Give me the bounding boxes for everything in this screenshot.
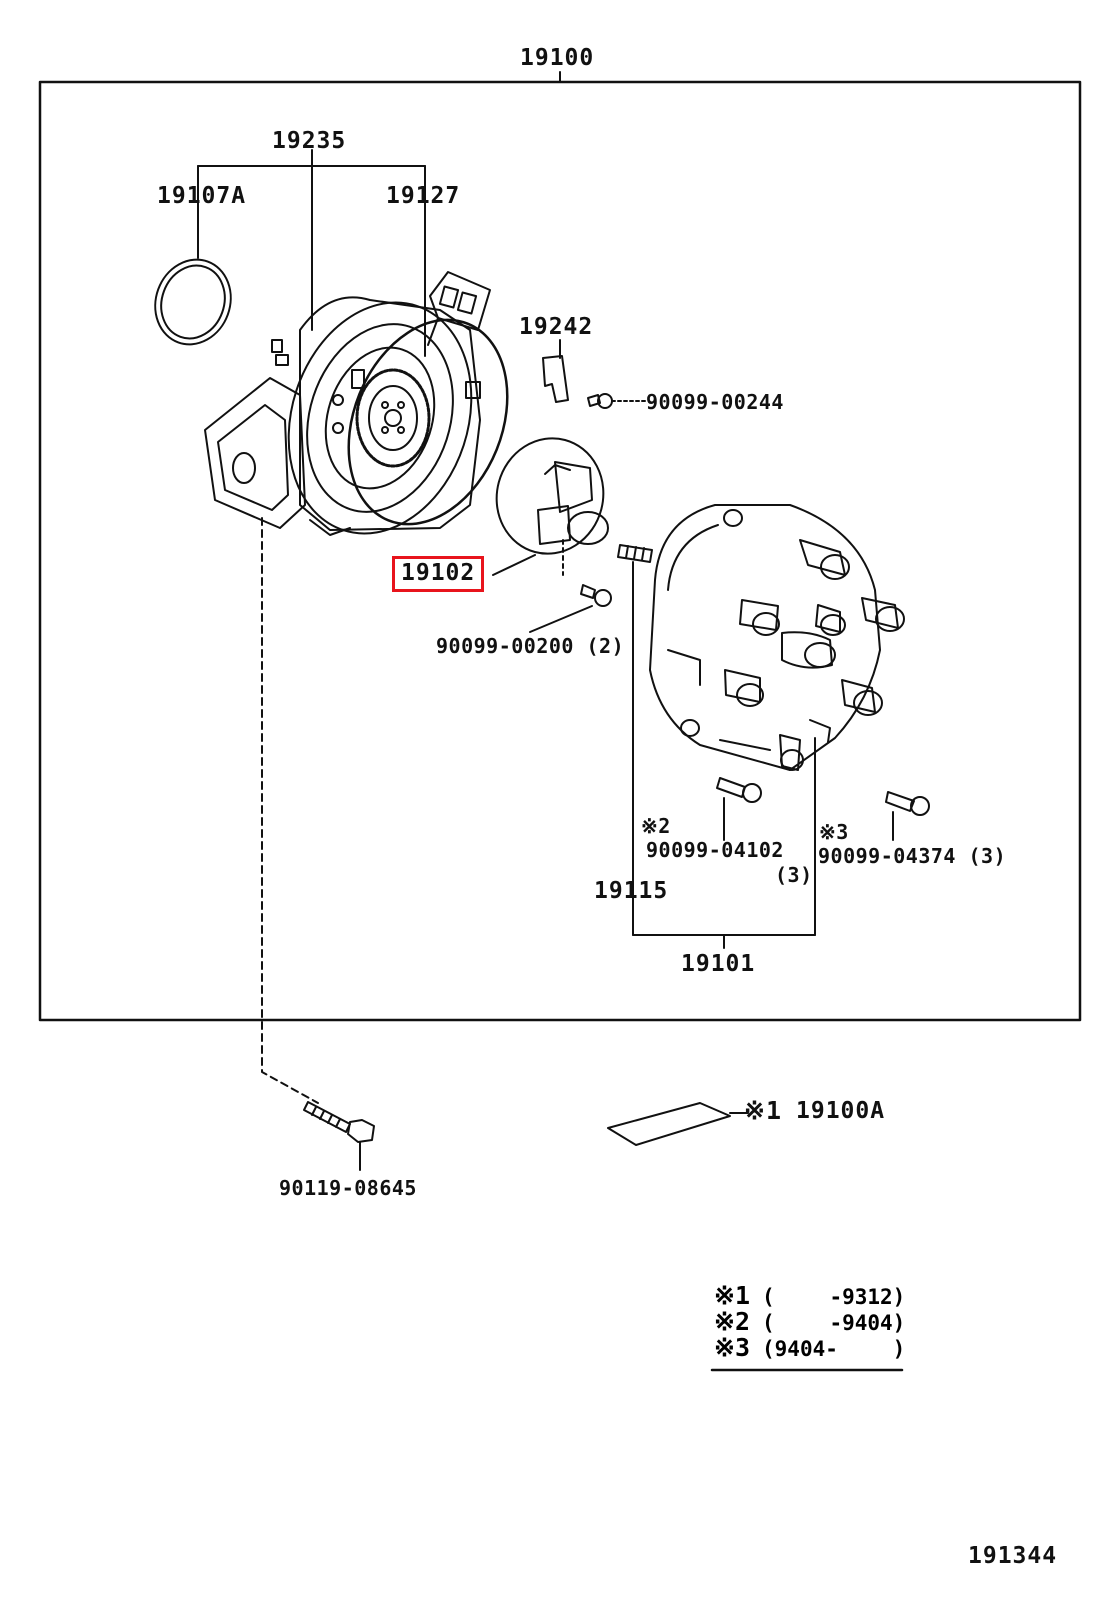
bolt-90119-08645 [303, 1101, 375, 1171]
bracket-19101 [632, 737, 816, 949]
sensor-connector [427, 271, 491, 346]
label-sheet-19100a [607, 1102, 749, 1146]
note-3-close: ) [892, 1337, 906, 1361]
note-3-open: ( [762, 1337, 775, 1361]
note-2-close: ) [892, 1311, 906, 1335]
label-19235[interactable]: 19235 [272, 128, 347, 154]
label-mark-1: ※1 [744, 1096, 782, 1125]
figure-id: 191344 [968, 1543, 1058, 1569]
note-2-open: ( [762, 1311, 775, 1335]
o-ring-19107a [154, 258, 232, 346]
label-mark-2: ※2 [641, 814, 671, 838]
note-3: ※3 (9404-) [714, 1335, 905, 1360]
label-19102-highlighted[interactable]: 19102 [392, 556, 485, 592]
signal-rotor-gear [355, 368, 431, 468]
label-90099-04102[interactable]: 90099-04102 [646, 838, 784, 862]
mounting-bolt-leader [261, 517, 319, 1104]
label-90119-08645[interactable]: 90119-08645 [279, 1176, 417, 1200]
screw-90099-04102 [716, 777, 762, 841]
note-1-mark: ※1 [714, 1281, 750, 1310]
label-90099-00244[interactable]: 90099-00244 [646, 390, 784, 414]
note-1-range: -9312 [829, 1285, 893, 1309]
label-19127[interactable]: 19127 [386, 183, 461, 209]
distributor-housing [204, 296, 481, 536]
label-19242[interactable]: 19242 [519, 314, 594, 340]
note-1-open: ( [762, 1285, 775, 1309]
label-19115[interactable]: 19115 [594, 878, 669, 904]
screw-90099-04374 [885, 791, 930, 841]
label-qty-3-04102: (3) [775, 863, 813, 887]
label-mark-3: ※3 [819, 820, 849, 844]
assembly-frame [38, 80, 1082, 1022]
label-19101[interactable]: 19101 [681, 951, 756, 977]
note-1: ※1 ( -9312) [714, 1283, 905, 1308]
label-90099-00200[interactable]: 90099-00200 (2) [436, 634, 625, 658]
rotor-19102 [492, 437, 609, 576]
screw-90099-00200 [529, 584, 612, 633]
clip-19242 [542, 339, 569, 403]
label-19100a[interactable]: 19100A [796, 1098, 886, 1124]
screw-90099-00244 [587, 393, 646, 409]
note-2-range: -9404 [829, 1311, 893, 1335]
note-1-close: ) [892, 1285, 906, 1309]
label-19107a[interactable]: 19107A [157, 183, 247, 209]
label-assembly-19100[interactable]: 19100 [520, 45, 595, 71]
distributor-cap-19101 [649, 504, 905, 771]
note-2-mark: ※2 [714, 1307, 750, 1336]
note-3-range: 9404- [774, 1337, 838, 1361]
gasket-19127 [347, 318, 509, 526]
label-90099-04374[interactable]: 90099-04374 (3) [818, 844, 1007, 868]
note-2: ※2 ( -9404) [714, 1309, 905, 1334]
pin-19115 [617, 544, 653, 936]
note-3-mark: ※3 [714, 1333, 750, 1362]
